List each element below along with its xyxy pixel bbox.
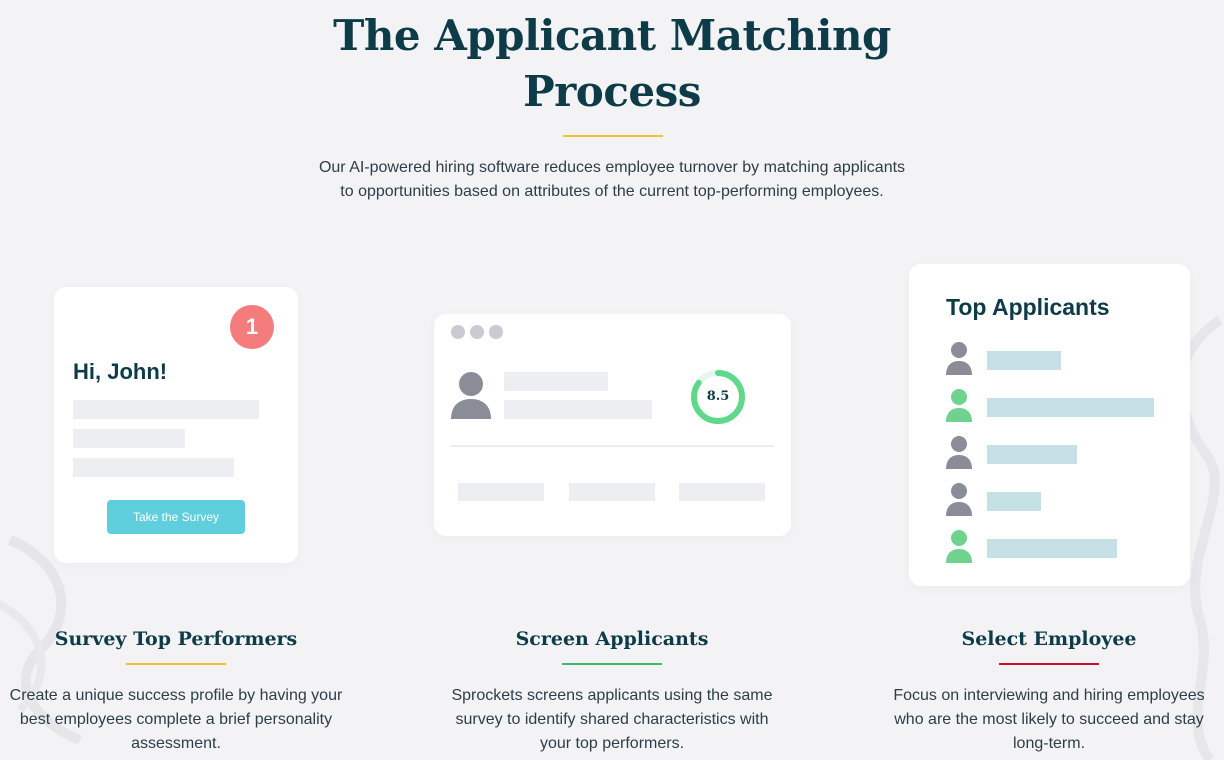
step-description-select: Focus on interviewing and hiring employe… [869, 684, 1224, 756]
description-line: Create a unique success profile by havin… [9, 687, 343, 704]
page-title: The Applicant Matching Process [0, 8, 1224, 120]
placeholder-cell [458, 483, 544, 501]
title-underline [563, 135, 663, 137]
description-line: best employees complete a brief personal… [19, 711, 333, 728]
page-subtitle: Our AI-powered hiring software reduces e… [262, 156, 962, 204]
step-underline-screen [562, 663, 662, 665]
window-dot [489, 325, 503, 339]
placeholder-line [73, 458, 234, 477]
applicant-bar [987, 445, 1077, 464]
score-value: 8.5 [706, 389, 730, 404]
person-gray-icon [451, 372, 491, 419]
window-dot [470, 325, 484, 339]
person-gray-icon [946, 436, 972, 469]
person-green-icon [946, 530, 972, 563]
placeholder-line [73, 400, 259, 419]
page-title-line-1: The Applicant Matching [333, 11, 891, 60]
step-description-survey: Create a unique success profile by havin… [0, 684, 356, 756]
page-title-line-2: Process [523, 67, 701, 116]
window-dot [451, 325, 465, 339]
description-line: your top performers. [539, 735, 685, 752]
applicant-bar [987, 539, 1117, 558]
step-description-screen: Sprockets screens applicants using the s… [432, 684, 792, 756]
person-green-icon [946, 389, 972, 422]
description-line: assessment. [131, 735, 221, 752]
placeholder-line [504, 372, 608, 391]
person-gray-icon [946, 483, 972, 516]
description-line: Sprockets screens applicants using the s… [451, 687, 773, 704]
step-title-select: Select Employee [961, 628, 1137, 650]
person-gray-icon [946, 342, 972, 375]
placeholder-cell [569, 483, 655, 501]
subtitle-line-1: Our AI-powered hiring software reduces e… [318, 159, 906, 176]
applicant-bar [987, 398, 1154, 417]
description-line: who are the most likely to succeed and s… [894, 711, 1204, 728]
step-number-badge: 1 [230, 305, 274, 349]
subtitle-line-2: to opportunities based on attributes of … [340, 183, 884, 200]
take-survey-button[interactable]: Take the Survey [107, 500, 245, 534]
applicant-bar [987, 351, 1061, 370]
step-underline-survey [126, 663, 226, 665]
description-line: Focus on interviewing and hiring employe… [893, 687, 1205, 704]
survey-card: 1 Hi, John! Take the Survey [54, 287, 298, 563]
description-line: survey to identify shared characteristic… [455, 711, 769, 728]
top-applicants-title: Top Applicants [946, 294, 1110, 320]
divider [451, 445, 774, 447]
applicant-bar [987, 492, 1041, 511]
score-ring [691, 370, 745, 424]
step-title-screen: Screen Applicants [515, 628, 709, 650]
step-title-survey: Survey Top Performers [54, 628, 298, 650]
placeholder-cell [679, 483, 765, 501]
placeholder-line [73, 429, 185, 448]
greeting-text: Hi, John! [73, 359, 168, 384]
top-applicants-card: Top Applicants [909, 264, 1190, 586]
score-ring-arc [691, 370, 745, 424]
screen-card: 8.5 [434, 314, 791, 536]
description-line: long-term. [1012, 735, 1086, 752]
placeholder-line [504, 400, 652, 419]
step-underline-select [999, 663, 1099, 665]
